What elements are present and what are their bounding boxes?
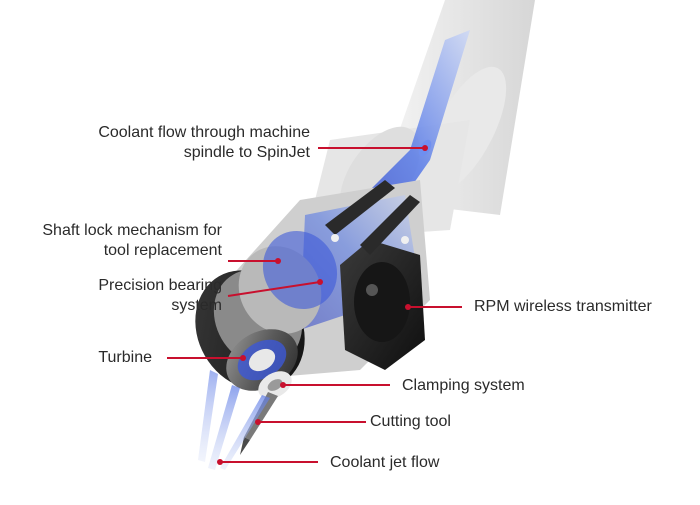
callout-bearing: Precision bearing system <box>98 276 222 316</box>
callout-coolant-jet-line1: Coolant jet flow <box>330 454 440 471</box>
coolant-jets <box>198 370 270 470</box>
leader-bearing <box>227 281 321 297</box>
callout-rpm-line1: RPM wireless transmitter <box>474 298 652 315</box>
callout-shaft-lock: Shaft lock mechanism for tool replacemen… <box>42 221 222 261</box>
callout-clamping-line1: Clamping system <box>402 377 525 394</box>
shaft-lock-rails <box>325 180 420 255</box>
clamping-collar <box>258 371 292 399</box>
callout-bearing-line2: system <box>171 297 222 314</box>
callout-turbine: Turbine <box>98 348 152 368</box>
callout-coolant-spindle-line2: spindle to SpinJet <box>183 144 310 161</box>
callout-rpm: RPM wireless transmitter <box>474 297 652 317</box>
callout-cutting-tool: Cutting tool <box>370 412 451 432</box>
callout-coolant-spindle-line1: Coolant flow through machine <box>98 124 310 141</box>
callout-bearing-line1: Precision bearing <box>98 277 222 294</box>
callout-coolant-spindle: Coolant flow through machine spindle to … <box>98 123 310 163</box>
leader-lines <box>167 145 462 465</box>
callout-turbine-line1: Turbine <box>98 349 152 366</box>
callout-cutting-tool-line1: Cutting tool <box>370 413 451 430</box>
callout-clamping: Clamping system <box>402 376 525 396</box>
cutting-tool <box>240 392 278 455</box>
callout-shaft-lock-line2: tool replacement <box>103 242 222 259</box>
rpm-transmitter <box>340 240 425 370</box>
callout-coolant-jet: Coolant jet flow <box>330 453 439 473</box>
callout-shaft-lock-line1: Shaft lock mechanism for <box>42 222 222 239</box>
